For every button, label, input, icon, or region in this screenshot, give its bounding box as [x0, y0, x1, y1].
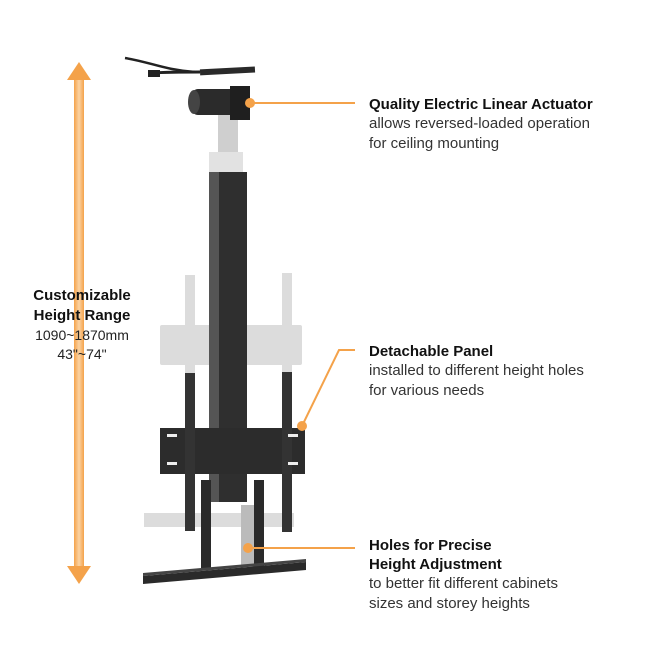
callout-title: Detachable Panel	[369, 343, 494, 360]
linear-actuator-illustration	[124, 56, 256, 120]
height-range-metric: 1090~1870mm	[35, 327, 129, 343]
height-range-title-line1: Customizable	[33, 287, 131, 304]
callout-detachable-panel: Detachable Panel installed to different …	[369, 342, 584, 401]
callout-desc: installed to different height holes	[369, 362, 584, 379]
height-range-arrow-icon	[67, 62, 91, 584]
callout-desc: for ceiling mounting	[369, 135, 500, 152]
callout-title: Quality Electric Linear Actuator	[369, 96, 593, 113]
height-range-label: Customizable Height Range 1090~1870mm 43…	[8, 286, 156, 364]
callout-desc: for various needs	[369, 382, 485, 399]
height-range-imperial: 43"~74"	[57, 346, 107, 362]
callout-leaders	[243, 98, 355, 553]
callout-actuator: Quality Electric Linear Actuator allows …	[369, 95, 593, 154]
mount-panel-illustration	[160, 372, 305, 532]
callout-title: Holes for Precise	[369, 537, 492, 554]
callout-desc: sizes and storey heights	[369, 595, 530, 612]
callout-title: Height Adjustment	[369, 556, 502, 573]
callout-desc: to better fit different cabinets	[369, 575, 559, 592]
base-bar-illustration	[143, 559, 306, 584]
callout-desc: allows reversed-loaded operation	[369, 115, 590, 132]
callout-adjustment-holes: Holes for Precise Height Adjustment to b…	[369, 536, 558, 614]
height-range-title-line2: Height Range	[33, 307, 131, 324]
